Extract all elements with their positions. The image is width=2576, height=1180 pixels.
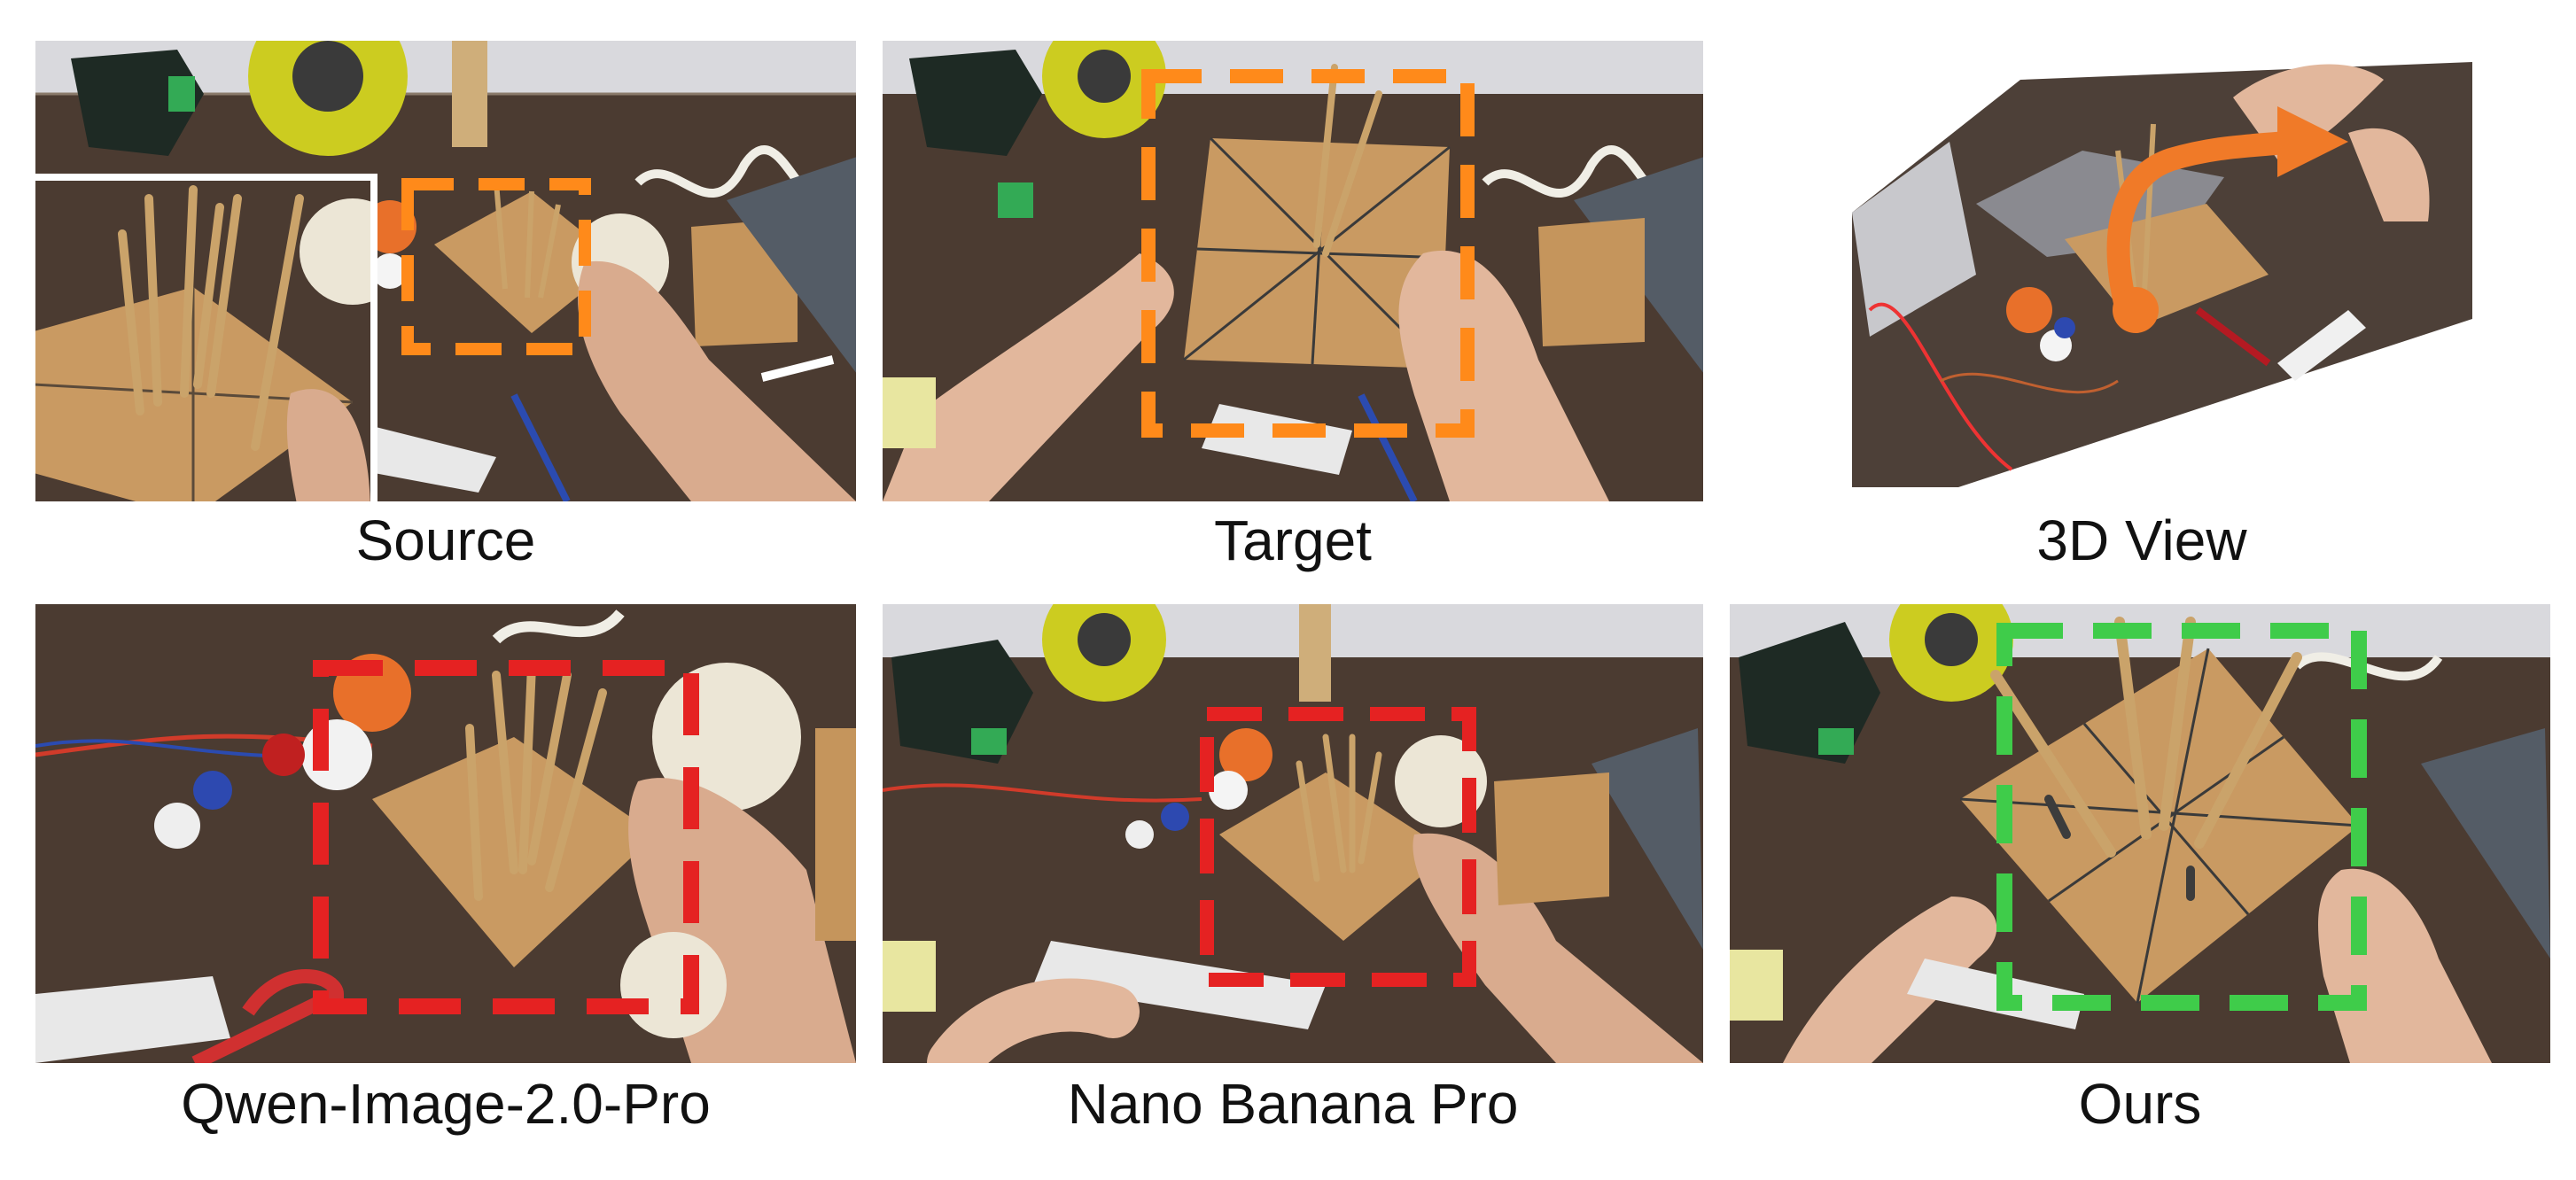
caption-ours: Ours [2078,1072,2202,1136]
source-image [35,41,856,501]
caption-qwen: Qwen-Image-2.0-Pro [181,1072,711,1136]
nano-banana-result [883,604,1703,1063]
caption-target: Target [1214,508,1372,572]
caption-source: Source [355,508,536,572]
source-inset-zoom [35,174,377,501]
ours-result [1730,604,2550,1063]
caption-nano-banana: Nano Banana Pro [1067,1072,1519,1136]
qwen-image-result [35,604,856,1063]
3d-view-pointcloud [1852,44,2472,487]
target-image [883,41,1703,501]
caption-3d-view: 3D View [2036,508,2247,572]
